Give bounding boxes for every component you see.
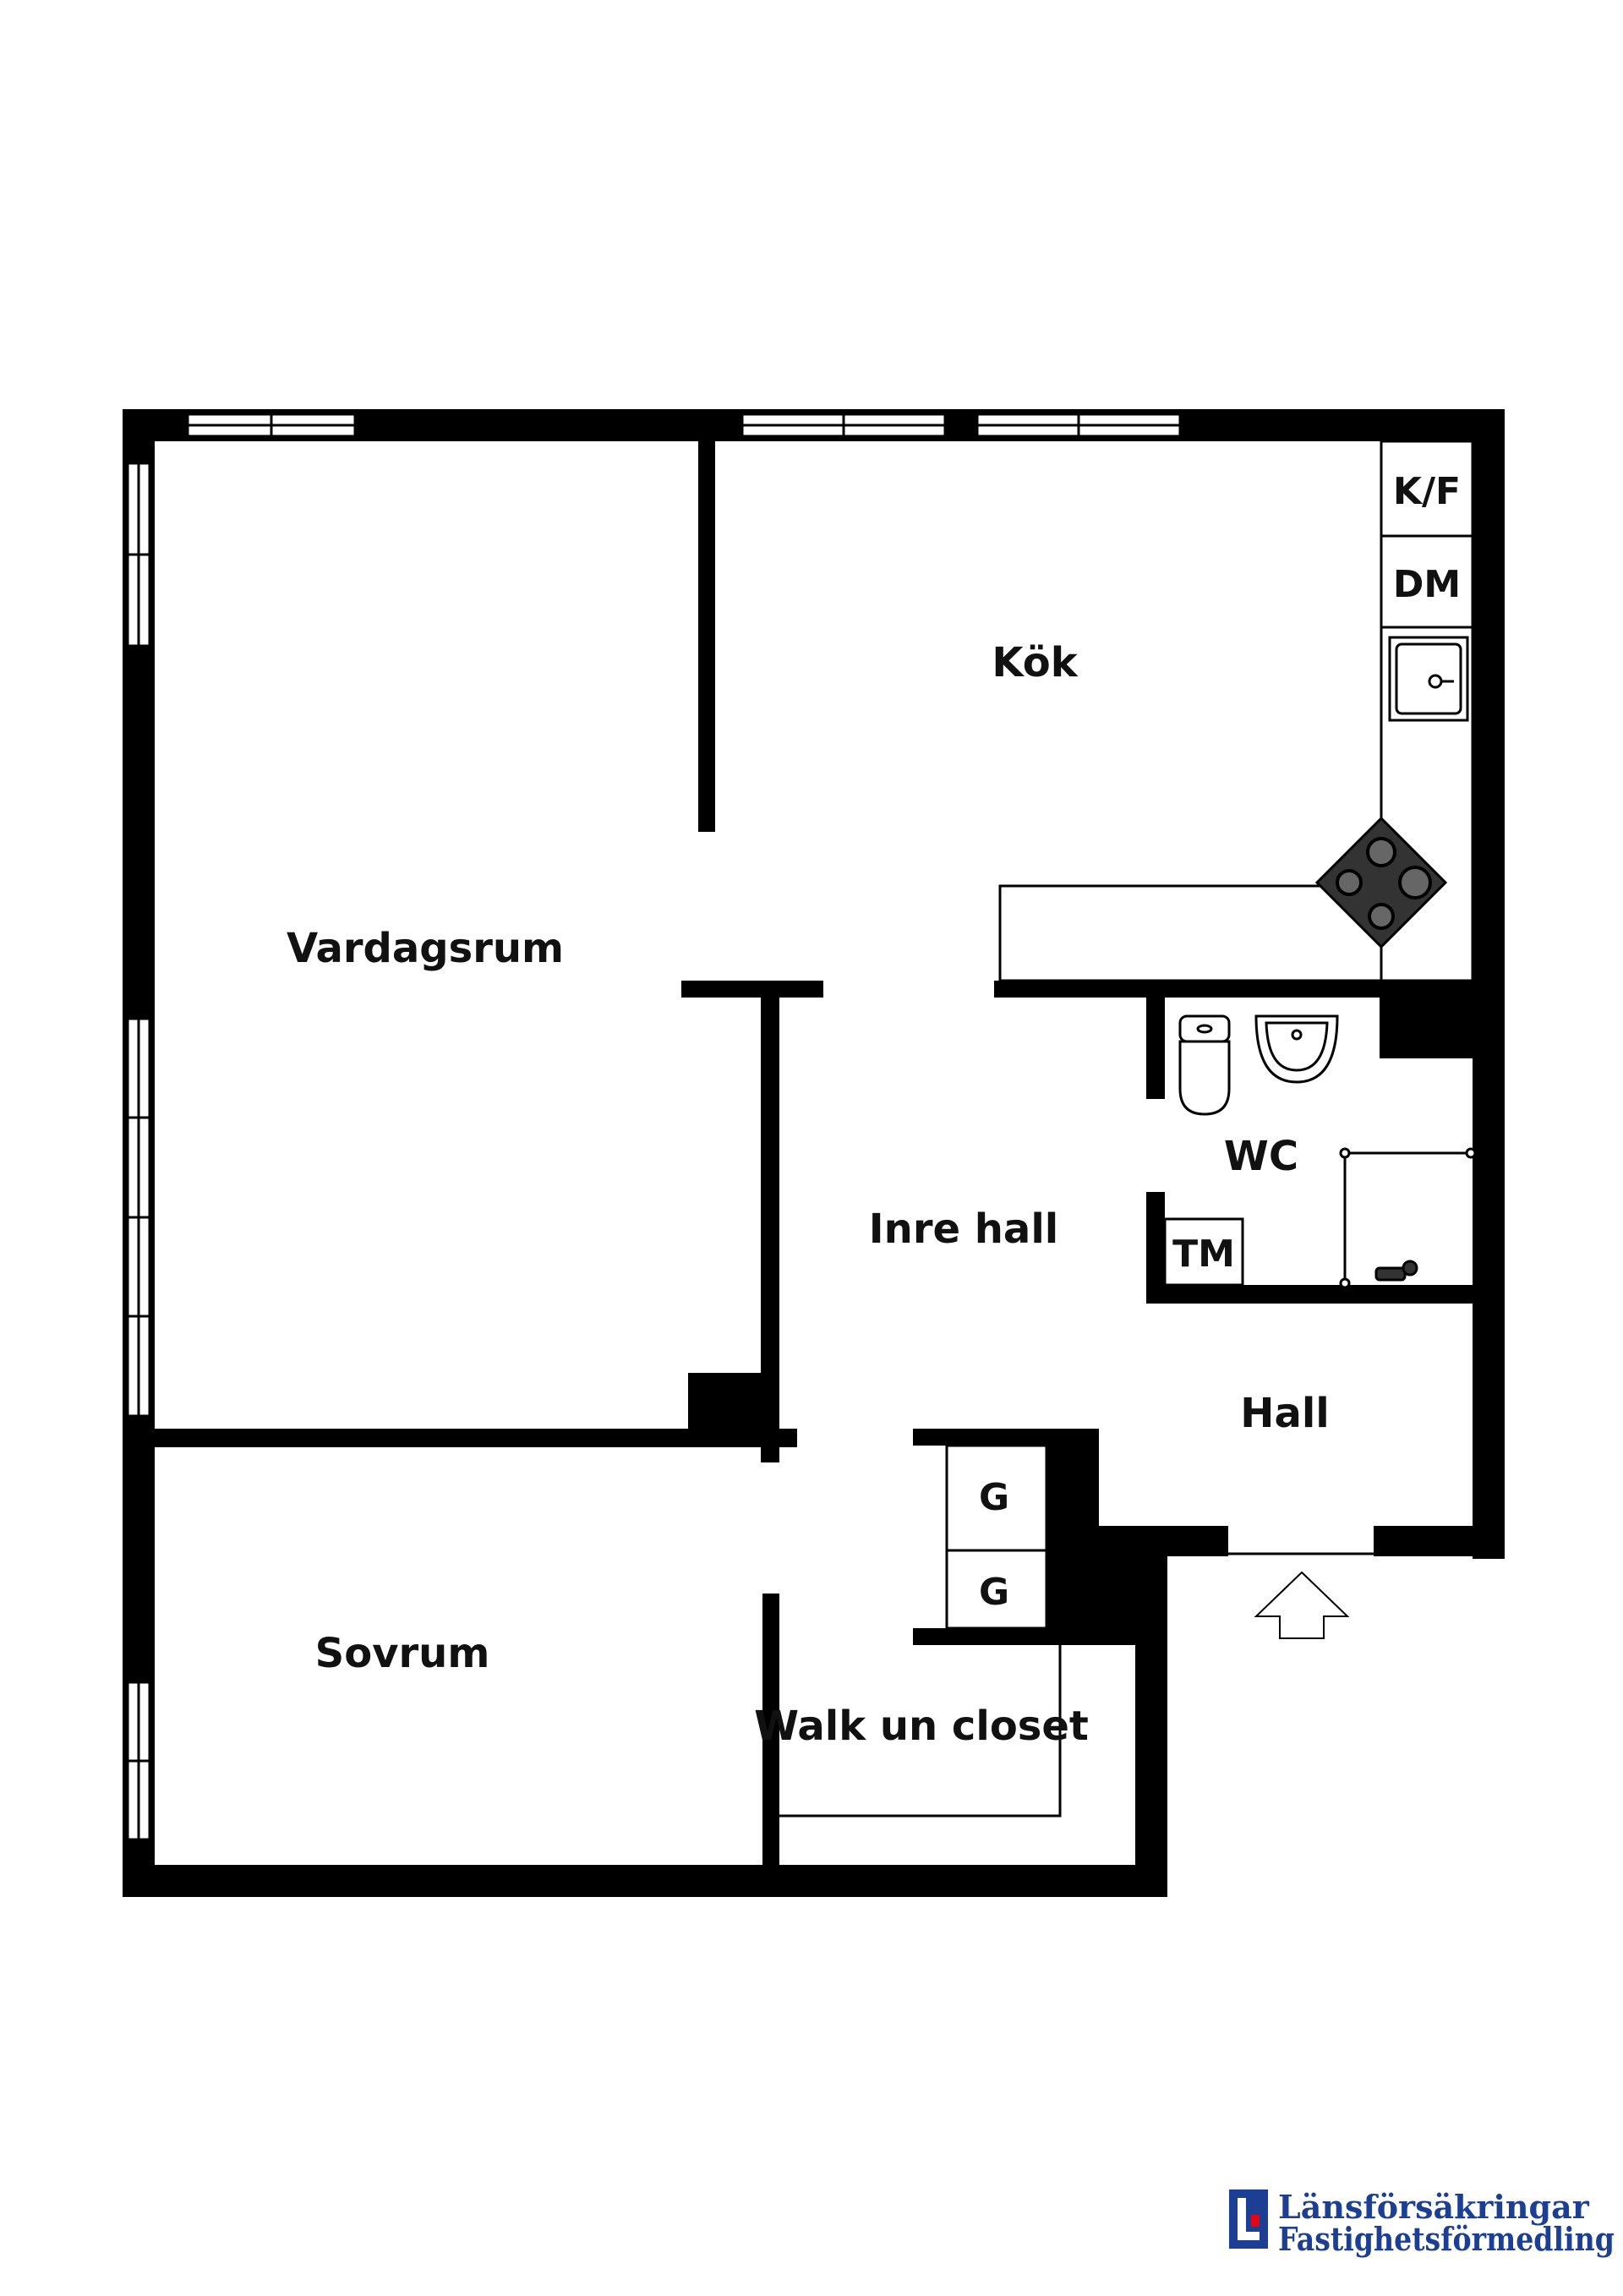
room-label-inre-hall: Inre hall (869, 1205, 1058, 1253)
wall-kitchen-bottom-left (681, 981, 823, 998)
walkin-shelf (779, 1645, 1062, 1818)
washbasin-inner-icon (1265, 1021, 1329, 1072)
toilet-bowl-icon (1178, 1040, 1231, 1116)
windows (126, 413, 1182, 1841)
stove-group (1314, 816, 1448, 949)
wall-kitchen-bottom-right (994, 981, 1473, 998)
wall-closet-right (1046, 1429, 1099, 1526)
logo-mark-inner (1238, 2198, 1246, 2240)
shower-rail-end-1 (1339, 1147, 1351, 1159)
pillar-living (688, 1373, 773, 1432)
wall-closet-bottom (913, 1628, 1167, 1645)
kitchen-sink-drain (1428, 674, 1443, 689)
wall-hall-lower-left (1046, 1526, 1228, 1556)
room-label-vardagsrum: Vardagsrum (287, 925, 564, 972)
kitchen-sink (1388, 636, 1469, 722)
room-label-hall: Hall (1240, 1390, 1329, 1437)
logo-mark-accent (1251, 2215, 1260, 2227)
entrance-arrow (1254, 1571, 1350, 1639)
hall-wardrobe (945, 1444, 1048, 1630)
wall-wc-left-lower (1146, 1192, 1165, 1304)
wall-living-right (761, 998, 779, 1462)
stove-burner-1 (1366, 837, 1396, 867)
toilet-button-icon (1196, 1024, 1213, 1034)
wall-closet-block (1046, 1556, 1167, 1641)
logo-mark-bar (1238, 2232, 1260, 2240)
wall-wc-left-upper (1146, 998, 1165, 1099)
outer-wall-bottom (123, 1865, 1167, 1897)
stove-burner-2 (1398, 866, 1432, 899)
company-logo: Länsförsäkringar Fastighetsförmedling (1229, 2188, 1615, 2258)
pillar-wc (1380, 998, 1473, 1058)
fixture-label-kf: K/F (1393, 470, 1461, 513)
shower-rail-end-2 (1465, 1147, 1477, 1159)
fixture-label-dm: DM (1393, 563, 1461, 606)
room-label-wc: WC (1224, 1133, 1298, 1180)
logo-text-line2: Fastighetsförmedling (1278, 2220, 1615, 2258)
room-label-walk-in-closet: Walk un closet (754, 1703, 1089, 1750)
shower-head-icon (1374, 1266, 1407, 1282)
wc-fixtures (1178, 1014, 1477, 1289)
room-label-sovrum: Sovrum (315, 1630, 490, 1677)
wc-bottom-shelf (1163, 1217, 1244, 1287)
stove-burner-4 (1336, 869, 1363, 896)
wall-wc-bottom (1146, 1285, 1473, 1304)
room-labels: Vardagsrum Kök Inre hall WC Hall Sovrum … (287, 639, 1330, 1750)
fixture-label-g2: G (979, 1571, 1009, 1614)
wall-bedroom-walkin (762, 1594, 779, 1865)
wall-kitchen-living-divider (698, 441, 715, 832)
fixture-labels: K/F DM TM G G (979, 470, 1461, 1614)
shower-valve-icon (1402, 1260, 1418, 1276)
kitchen-sink-basin (1395, 642, 1462, 715)
wall-hall-lower-right (1374, 1526, 1505, 1556)
room-label-kok: Kök (992, 639, 1078, 686)
outer-wall-right (1473, 409, 1505, 1559)
logo-text-line1: Länsförsäkringar (1278, 2188, 1590, 2226)
stove-burner-3 (1368, 903, 1395, 930)
shower-rail-end-3 (1339, 1277, 1351, 1289)
stove-icon (1314, 816, 1448, 949)
kitchen-counter-right (1380, 440, 1474, 982)
fixture-label-tm: TM (1172, 1233, 1235, 1276)
entrance-arrow-icon (1254, 1571, 1350, 1639)
wall-living-bedroom (155, 1429, 797, 1447)
washbasin-drain-icon (1291, 1029, 1303, 1041)
fixture-label-g1: G (979, 1476, 1009, 1519)
kitchen-counter-bottom (998, 884, 1383, 982)
